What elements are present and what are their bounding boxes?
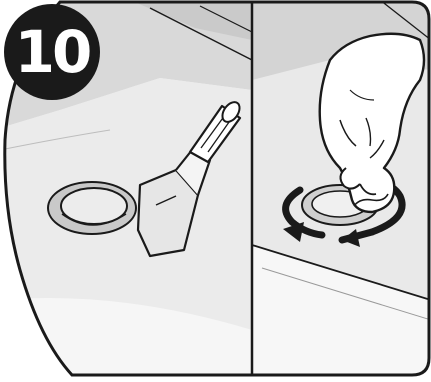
step-number-badge: 10 — [4, 4, 100, 100]
right-panel — [252, 0, 431, 377]
drain-ring-icon — [48, 182, 136, 234]
